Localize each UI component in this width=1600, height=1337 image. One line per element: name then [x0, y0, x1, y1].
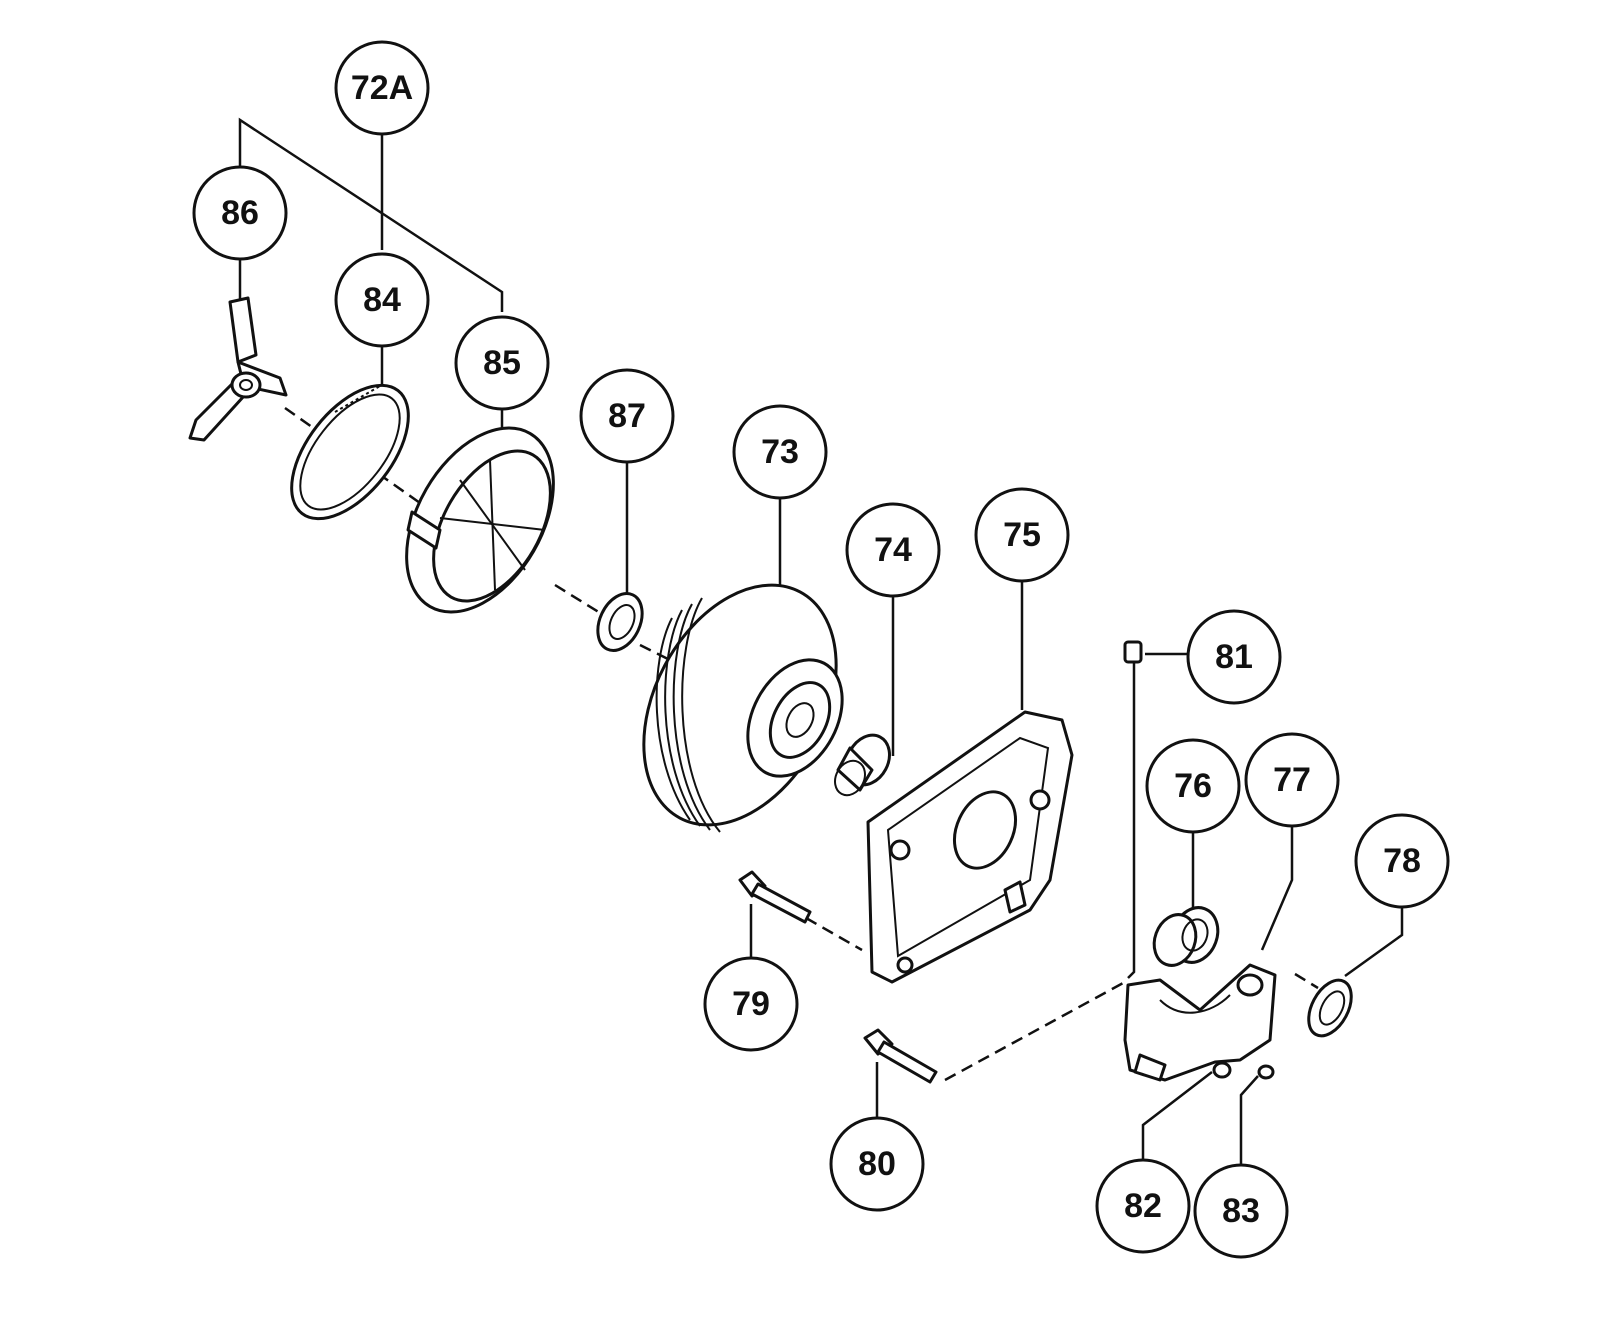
clutch-shoes-part-85 — [405, 426, 555, 614]
callout-label: 87 — [608, 397, 646, 435]
clutch-spring-part-84 — [290, 383, 410, 521]
seal-ring-part-78 — [1307, 978, 1353, 1038]
callout-82: 82 — [1095, 1158, 1191, 1254]
callout-85: 85 — [454, 315, 550, 411]
callout-label: 78 — [1383, 842, 1421, 880]
callout-87: 87 — [579, 368, 675, 464]
screw-part-79 — [738, 870, 812, 924]
callout-label: 76 — [1174, 767, 1212, 805]
callout-label: 80 — [858, 1145, 896, 1183]
clutch-hub-part-86 — [188, 296, 288, 442]
callout-label: 85 — [483, 344, 521, 382]
leader-lines — [238, 117, 1404, 1165]
o-ring-part-83 — [1257, 1064, 1275, 1080]
worm-gear-part-76 — [1152, 906, 1220, 967]
callout-label: 86 — [221, 194, 259, 232]
callout-label: 77 — [1273, 761, 1311, 799]
screw-part-80 — [863, 1028, 938, 1084]
callout-74: 74 — [845, 502, 941, 598]
callout-label: 84 — [363, 281, 401, 319]
callout-label: 75 — [1003, 516, 1041, 554]
o-ring-part-82 — [1212, 1061, 1232, 1079]
callout-75: 75 — [974, 487, 1070, 583]
callout-84: 84 — [334, 252, 430, 348]
callout-83: 83 — [1193, 1163, 1289, 1259]
plug-part-81 — [1123, 640, 1143, 664]
callout-86: 86 — [192, 165, 288, 261]
callout-label: 81 — [1215, 638, 1253, 676]
callout-label: 79 — [732, 985, 770, 1023]
assembly-axis-lines — [284, 406, 1319, 1082]
callout-label: 73 — [761, 433, 799, 471]
oil-pump-part-77 — [1123, 963, 1277, 1082]
callout-label: 83 — [1222, 1192, 1260, 1230]
cover-plate-part-75 — [866, 710, 1074, 984]
needle-bearing-part-74 — [834, 733, 891, 797]
callout-label: 72A — [351, 69, 413, 107]
callout-77: 77 — [1244, 732, 1340, 828]
callout-label: 82 — [1124, 1187, 1162, 1225]
callout-80: 80 — [829, 1116, 925, 1212]
washer-part-87 — [596, 592, 644, 652]
callout-81: 81 — [1186, 609, 1282, 705]
callout-72a: 72A — [334, 40, 430, 136]
callout-78: 78 — [1354, 813, 1450, 909]
callout-73: 73 — [732, 404, 828, 500]
clutch-drum-part-73 — [642, 583, 844, 833]
callout-76: 76 — [1145, 738, 1241, 834]
callout-79: 79 — [703, 956, 799, 1052]
callout-label: 74 — [874, 531, 912, 569]
